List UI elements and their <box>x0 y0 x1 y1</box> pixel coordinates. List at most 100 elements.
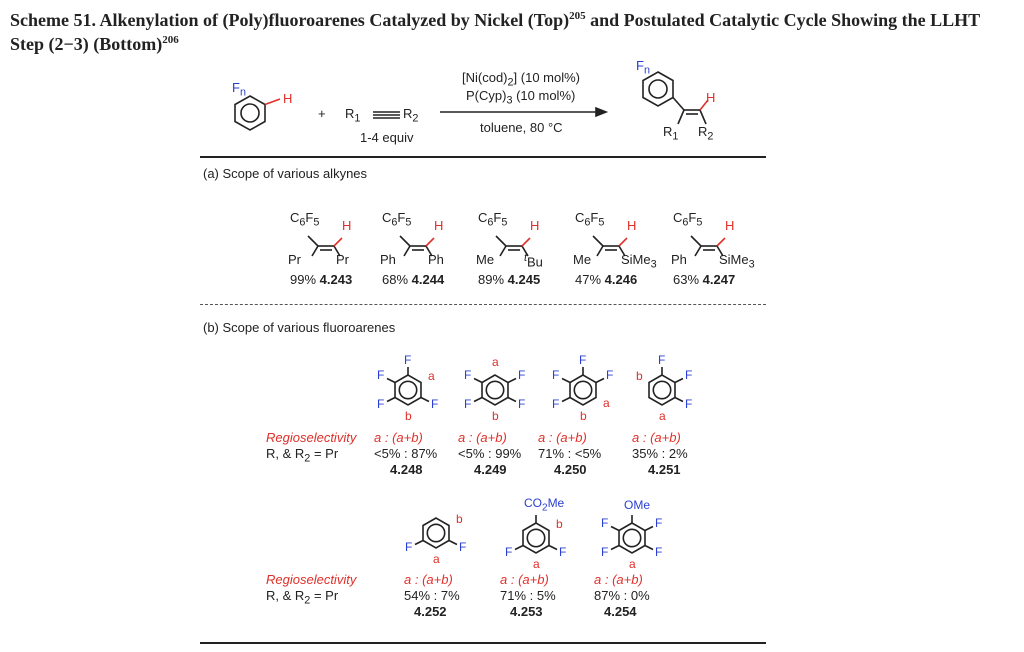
arene-ring-circle <box>526 528 546 548</box>
alkene-h-bond <box>425 237 435 247</box>
alkene-h-label: H <box>434 218 444 233</box>
alkene-right-bond <box>333 245 341 257</box>
substituent-bond <box>514 544 524 551</box>
substituent-bond <box>507 396 517 403</box>
site-b-label: b <box>555 516 563 531</box>
substrate-ring-circle <box>240 103 260 123</box>
fluorine-atom: F <box>579 353 587 367</box>
alkene-c6f5-label: C6F5 <box>575 210 605 229</box>
arene-ring-circle <box>426 523 446 543</box>
alkene-h-label: H <box>725 218 735 233</box>
ratio-header: a : (a+b) <box>458 430 507 445</box>
fluorine-atom: F <box>684 396 693 411</box>
alkyne-r2: R2 <box>403 106 419 125</box>
ratio-value: 71% : <5% <box>538 446 602 461</box>
substituent-bond <box>448 539 458 546</box>
alkene-ar-bond <box>495 235 507 247</box>
substituent-bond <box>507 377 517 384</box>
alkene-h-label: H <box>530 218 540 233</box>
ratio-header: a : (a+b) <box>594 572 643 587</box>
arene-ring-circle <box>622 528 642 548</box>
alkene-yield-label: 89% 4.245 <box>478 272 541 287</box>
substrate-ring <box>234 95 266 131</box>
scheme-title: Scheme 51. Alkenylation of (Poly)fluoroa… <box>10 10 980 54</box>
site-b-label: b <box>455 511 463 526</box>
ratio-header: a : (a+b) <box>374 430 423 445</box>
alkene-left-substituent: Ph <box>380 252 396 267</box>
fluorine-atom: F <box>658 353 666 367</box>
compound-number: 4.250 <box>554 462 587 477</box>
site-a-label: a <box>659 409 666 423</box>
product-h-bond <box>699 99 709 111</box>
alkene-h-bond <box>521 237 531 247</box>
compound-number: 4.253 <box>510 604 543 619</box>
top-rule <box>200 156 766 158</box>
product-r1-bond <box>677 109 685 125</box>
substituent-bond <box>644 544 654 551</box>
alkene-yield-label: 47% 4.246 <box>575 272 638 287</box>
substituent-bond <box>610 544 620 551</box>
alkene-c6f5-label: C6F5 <box>382 210 412 229</box>
alkene-right-substituent: tBu <box>524 252 543 270</box>
fluorine-atom: F <box>601 544 609 559</box>
substituent-bond <box>420 396 430 403</box>
substituent-bond <box>473 377 483 384</box>
regioselectivity-label-row1: Regioselectivity <box>266 430 357 445</box>
fluorine-atom: F <box>404 353 412 367</box>
alkene-left-bond <box>694 245 702 257</box>
product-h-label: H <box>706 90 716 105</box>
fluorine-atom: F <box>552 396 560 411</box>
arene-ring-circle <box>652 380 672 400</box>
alkene-h-label: H <box>627 218 637 233</box>
substituent-bond <box>473 396 483 403</box>
site-b-label: b <box>492 409 499 423</box>
product-r1-label: R1 <box>663 124 679 143</box>
fluorine-atom: F <box>552 367 560 382</box>
product-r2-label: R2 <box>698 124 714 143</box>
product-fn-label: Fn <box>636 58 650 77</box>
substituent-bond <box>595 377 605 384</box>
r-substituent-label-row2: R, & R2 = Pr <box>266 588 339 607</box>
substrate-h-label: H <box>283 91 293 106</box>
arene-ring <box>522 522 550 554</box>
substituent-bond <box>548 544 558 551</box>
ratio-header: a : (a+b) <box>404 572 453 587</box>
alkene-yield-label: 63% 4.247 <box>673 272 736 287</box>
compound-number: 4.248 <box>390 462 423 477</box>
co2me-group: CO2Me <box>524 496 565 514</box>
fluorine-atom: F <box>464 396 472 411</box>
alkene-ar-bond <box>690 235 702 247</box>
compound-number: 4.251 <box>648 462 681 477</box>
site-a-label: a <box>629 557 636 571</box>
substrate-ch-bond <box>264 98 281 106</box>
alkene-left-bond <box>596 245 604 257</box>
site-a-label: a <box>433 552 440 566</box>
fluorine-atom: F <box>601 515 609 530</box>
alkene-ar-bond <box>592 235 604 247</box>
section-a-heading: (a) Scope of various alkynes <box>203 166 368 181</box>
site-b-label: b <box>405 409 412 423</box>
alkene-h-bond <box>333 237 343 247</box>
substituent-bond <box>386 396 396 403</box>
fluorine-atom: F <box>558 544 567 559</box>
product-aryl-bond <box>672 96 685 111</box>
site-a-label: a <box>602 395 610 410</box>
substituent-bond <box>610 525 620 532</box>
arene-ring-circle <box>573 380 593 400</box>
alkene-right-bond <box>716 245 724 257</box>
substituent-bond <box>674 377 684 384</box>
site-b-label: b <box>580 409 587 423</box>
substituent-bond <box>414 539 424 546</box>
substituent-bond <box>561 377 571 384</box>
alkene-right-bond <box>425 245 433 257</box>
compound-number: 4.252 <box>414 604 447 619</box>
alkene-right-substituent: SiMe3 <box>621 252 657 271</box>
condition-solvent: toluene, 80 °C <box>480 120 563 135</box>
ratio-header: a : (a+b) <box>500 572 549 587</box>
alkene-left-substituent: Pr <box>288 252 301 267</box>
alkene-right-bond <box>618 245 626 257</box>
bottom-rule <box>200 642 766 644</box>
substrate-fn-label: Fn <box>232 80 246 99</box>
regioselectivity-label-row2: Regioselectivity <box>266 572 357 587</box>
fluorine-atom: F <box>377 367 385 382</box>
